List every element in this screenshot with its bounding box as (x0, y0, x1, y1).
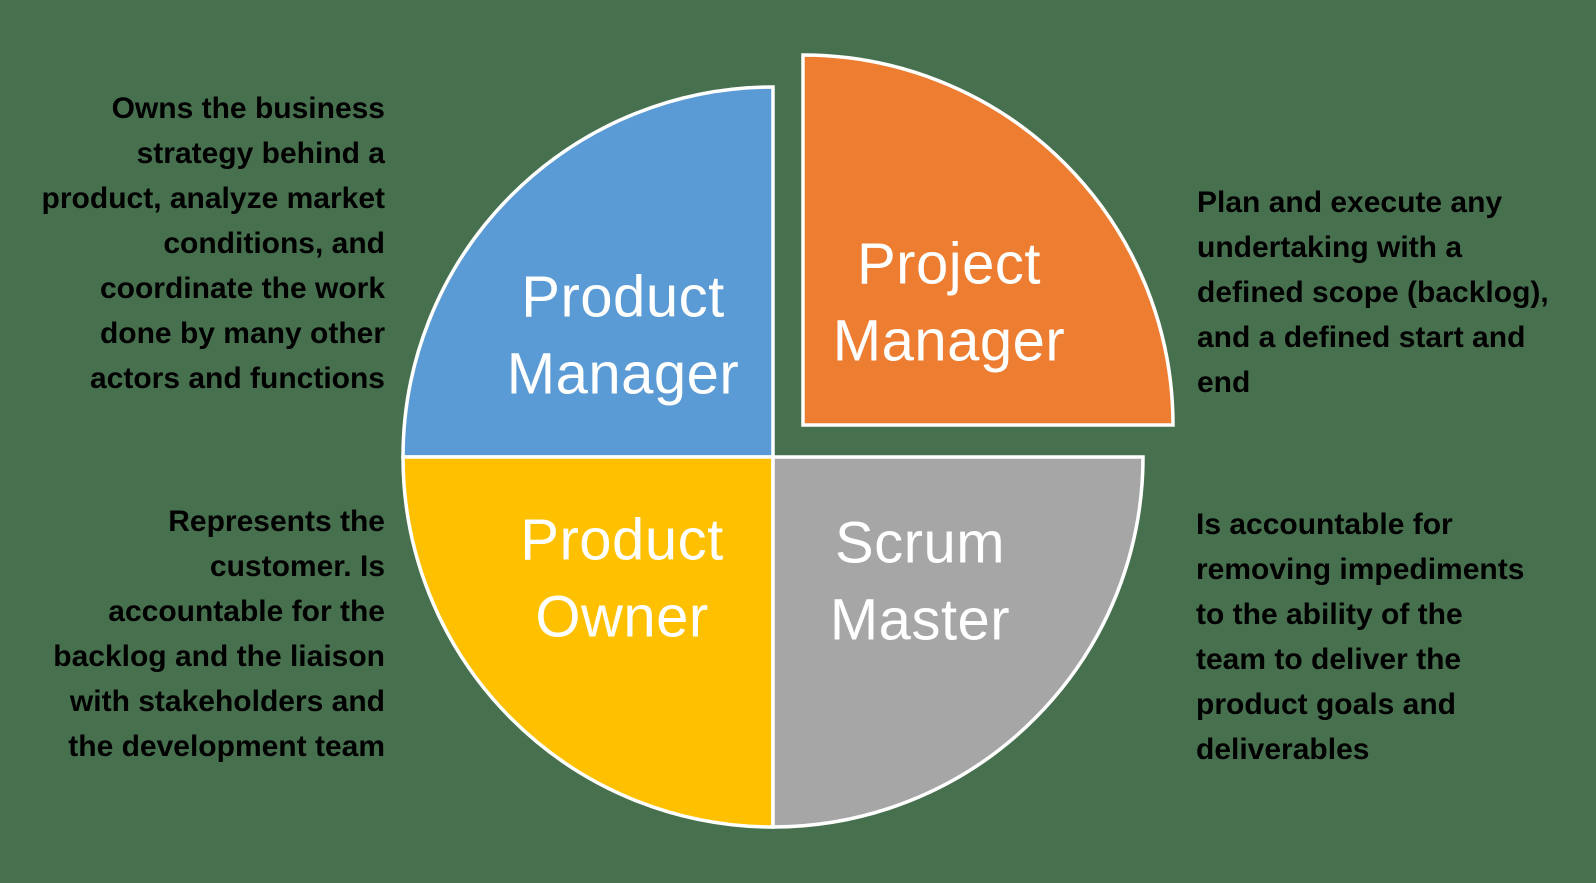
product-manager-label: Product Manager (506, 264, 740, 406)
product-manager-wedge (401, 85, 775, 459)
product-manager-description: Owns the business strategy behind a prod… (41, 92, 385, 395)
scrum-master-description: Is accountable for removing impediments … (1196, 508, 1525, 766)
product-owner-label: Product Owner (520, 507, 724, 649)
product-owner-wedge (401, 455, 775, 829)
project-manager-wedge (801, 53, 1175, 427)
project-manager-description: Plan and execute any undertaking with a … (1197, 186, 1549, 399)
product-owner-description: Represents the customer. Is accountable … (53, 505, 385, 763)
scrum-master-wedge (771, 455, 1145, 829)
scrum-master-label: Scrum Master (829, 510, 1011, 652)
project-manager-label: Project Manager (832, 231, 1066, 373)
